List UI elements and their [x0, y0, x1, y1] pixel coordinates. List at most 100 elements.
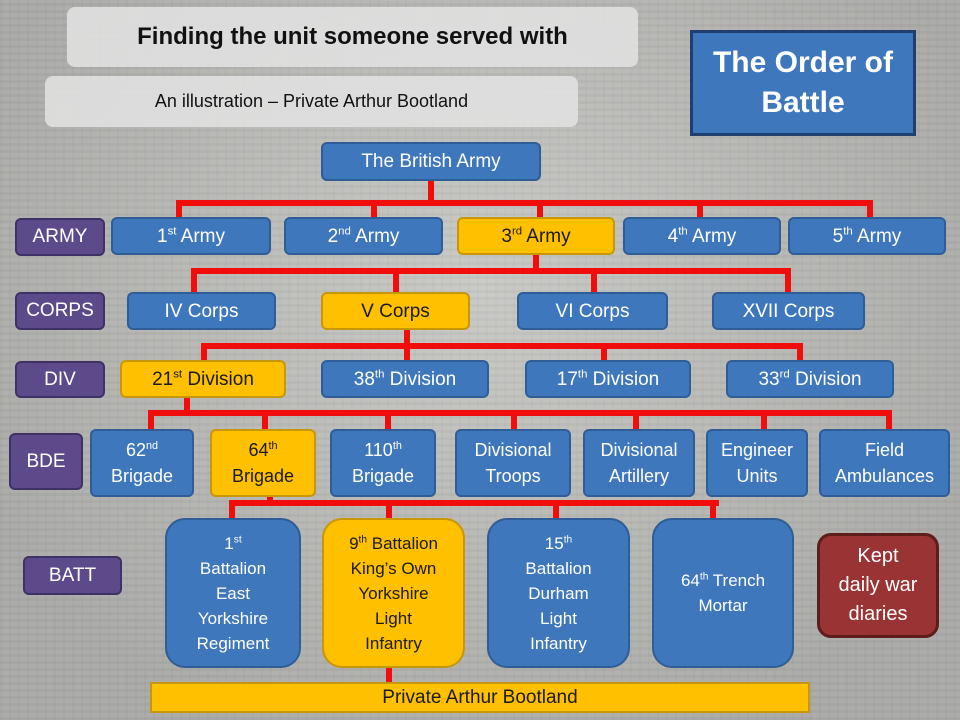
- army-number: 5: [832, 225, 844, 247]
- brigade-ordinal-suffix: th: [268, 440, 278, 452]
- connector-segment: [404, 329, 410, 345]
- army-number: 2: [327, 225, 339, 247]
- division-number: 17: [556, 368, 578, 390]
- connector-segment: [148, 410, 892, 416]
- connector-segment: [553, 500, 559, 520]
- root-british-army: The British Army: [321, 142, 541, 181]
- division-number: 33: [758, 368, 780, 390]
- brigade-ordinal-suffix: nd: [146, 440, 159, 452]
- battalion-line: Yorkshire: [197, 608, 269, 628]
- connector-segment: [262, 410, 268, 430]
- brigade-line: Artillery: [608, 466, 669, 486]
- battalion-number: 1: [224, 533, 234, 553]
- corps-box: IV Corps: [127, 292, 276, 330]
- division-label: 38th Division: [354, 367, 456, 392]
- division-box: 17th Division: [525, 360, 691, 398]
- connector-segment: [867, 200, 873, 218]
- army-word: Army: [687, 225, 737, 247]
- division-ordinal-suffix: rd: [779, 368, 790, 381]
- brigade-line: Brigade: [231, 466, 295, 486]
- battalion-line: 9th Battalion: [349, 531, 438, 556]
- division-box: 33rd Division: [726, 360, 894, 398]
- connector-segment: [201, 343, 207, 361]
- battalion-line: 64th Trench: [681, 568, 765, 593]
- division-ordinal-suffix: th: [577, 368, 588, 381]
- battalion-first-word: Trench: [708, 571, 766, 590]
- brigade-number: 62: [125, 440, 146, 460]
- brigade-line: Brigade: [351, 466, 415, 486]
- army-ordinal-suffix: st: [167, 225, 177, 238]
- connector-segment: [511, 410, 517, 430]
- brigade-number: 110: [364, 440, 393, 460]
- brigade-line: Units: [736, 466, 778, 486]
- army-label: 4th Army: [668, 224, 737, 249]
- battalion-ordinal-suffix: th: [699, 571, 709, 583]
- army-box: 3rd Army: [457, 217, 615, 255]
- division-word: Division: [789, 368, 862, 390]
- army-box: 4th Army: [623, 217, 781, 255]
- division-word: Division: [182, 368, 254, 390]
- connector-segment: [385, 410, 391, 430]
- kept-line: daily war: [838, 574, 918, 596]
- battalion-ordinal-suffix: th: [563, 533, 573, 545]
- private-arthur-bootland-bar: Private Arthur Bootland: [150, 682, 810, 713]
- connector-segment: [601, 343, 607, 361]
- connector-segment: [533, 255, 539, 269]
- battalion-line: Battalion: [199, 558, 267, 578]
- level-label-batt: BATT: [23, 556, 122, 595]
- battalion-line: East: [215, 583, 250, 603]
- division-box: 21st Division: [120, 360, 286, 398]
- army-label: 5th Army: [833, 224, 902, 249]
- army-word: Army: [350, 225, 400, 247]
- army-number: 4: [667, 225, 679, 247]
- battalion-line: Yorkshire: [358, 583, 429, 603]
- army-box: 5th Army: [788, 217, 946, 255]
- battalion-ordinal-suffix: th: [358, 533, 368, 545]
- connector-segment: [184, 397, 190, 411]
- connector-segment: [797, 343, 803, 361]
- connector-segment: [148, 410, 154, 430]
- battalion-number: 9: [349, 533, 359, 553]
- battalion-line: Infantry: [530, 633, 587, 653]
- brigade-line: 110th: [352, 437, 414, 463]
- brigade-line: Field: [864, 440, 904, 460]
- army-label: 1st Army: [157, 224, 225, 249]
- level-label-bde: BDE: [9, 433, 83, 490]
- brigade-line: 62nd: [111, 437, 173, 463]
- division-number: 21: [152, 368, 174, 390]
- army-label: 3rd Army: [501, 224, 570, 249]
- connector-segment: [176, 200, 873, 206]
- connector-segment: [886, 410, 892, 430]
- brigade-line: Ambulances: [834, 466, 935, 486]
- connector-segment: [191, 268, 197, 294]
- kept-line: diaries: [848, 603, 908, 625]
- connector-segment: [229, 500, 719, 506]
- army-label: 2nd Army: [328, 224, 400, 249]
- level-label-div: DIV: [15, 361, 105, 398]
- brigade-line: Divisional: [474, 440, 552, 460]
- army-word: Army: [522, 225, 571, 247]
- division-word: Division: [587, 368, 660, 390]
- division-number: 38: [353, 368, 375, 390]
- level-label-corps: CORPS: [15, 292, 105, 330]
- battalion-line: Battalion: [525, 558, 592, 578]
- connector-segment: [404, 343, 410, 361]
- brigade-line: Brigade: [110, 466, 174, 486]
- connector-segment: [428, 181, 434, 201]
- army-number: 1: [156, 225, 168, 247]
